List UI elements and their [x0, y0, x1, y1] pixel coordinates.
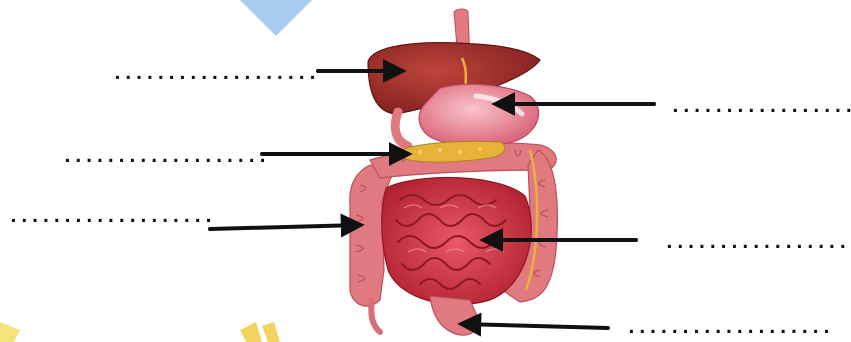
label-small-intestine: ...................: [664, 232, 851, 253]
arrow-to-rectum: [462, 324, 608, 328]
decorative-blue-shape: [240, 0, 312, 36]
duodenum: [395, 112, 408, 146]
label-stomach: ...................: [670, 96, 851, 117]
rectum: [430, 296, 478, 335]
appendix: [371, 300, 380, 332]
label-liver: ...................: [112, 63, 318, 84]
arrow-to-large-intestine: [210, 225, 360, 229]
label-large-intestine: ...................: [8, 206, 214, 227]
label-pancreas: ...................: [62, 146, 268, 167]
decorative-yellow-shape: [0, 322, 280, 342]
label-rectum: ...................: [626, 317, 832, 338]
